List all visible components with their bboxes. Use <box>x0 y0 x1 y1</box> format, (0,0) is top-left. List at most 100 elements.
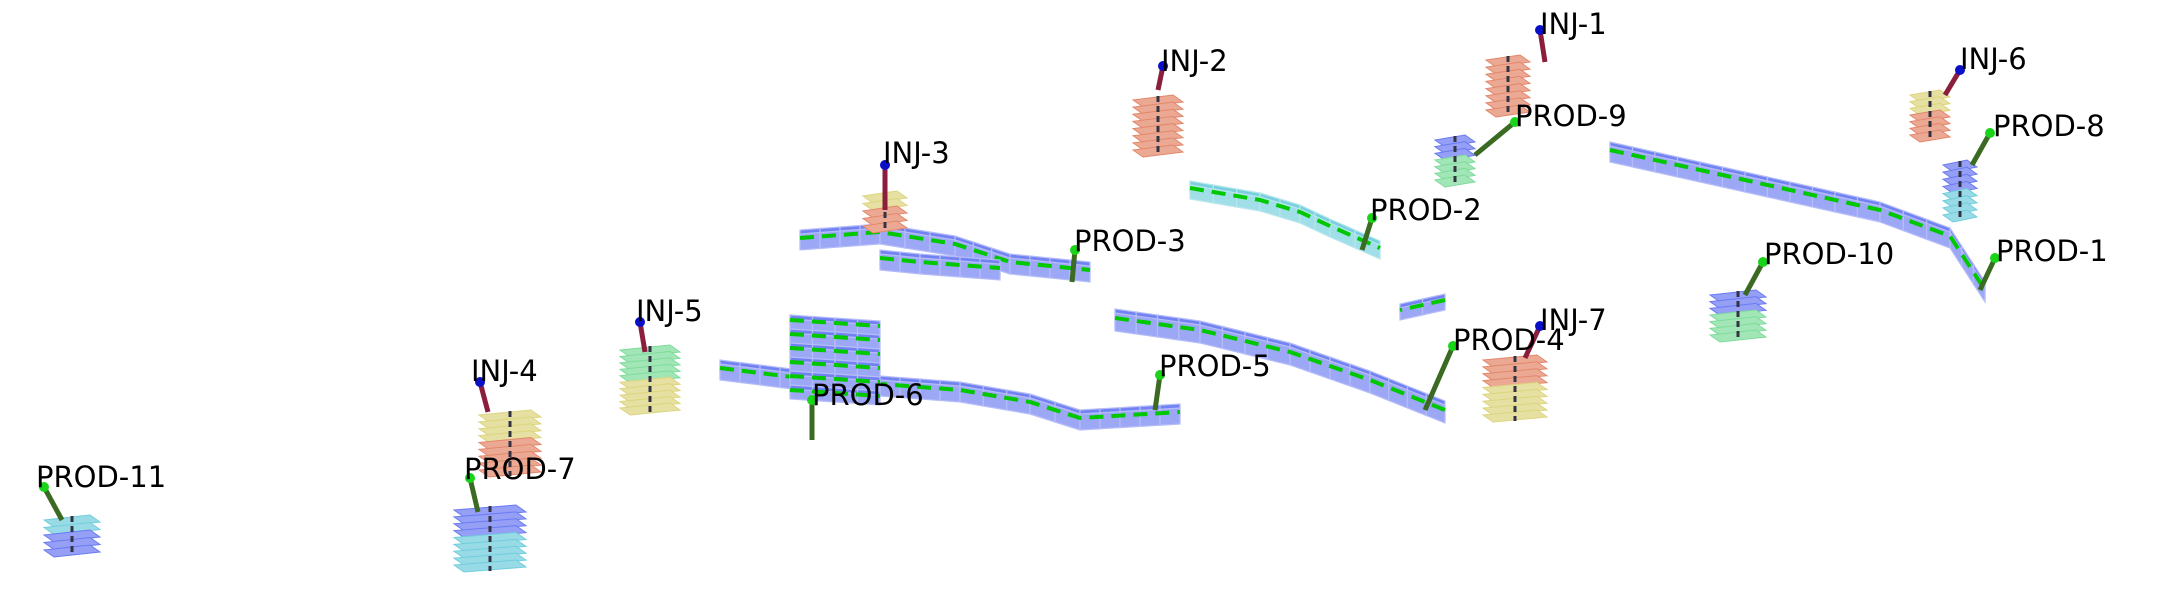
well-path <box>1609 148 1987 292</box>
injector-marker-icon <box>1535 321 1545 331</box>
wellbore <box>467 477 481 513</box>
label-prod4: PROD-4 <box>1453 323 1565 357</box>
injector-marker-icon <box>475 377 485 387</box>
label-prod3: PROD-3 <box>1074 224 1186 258</box>
stack-inj4 <box>477 409 543 478</box>
grid-cell <box>1135 315 1159 338</box>
grid-cell <box>819 230 841 250</box>
stack-inj5 <box>618 344 682 416</box>
wellbore <box>41 485 65 522</box>
injector-marker-icon <box>635 317 645 327</box>
grid-cell <box>1131 137 1185 151</box>
wellbore <box>1977 256 1998 292</box>
label-prod2: PROD-2 <box>1370 193 1482 227</box>
wellhead-prod11 <box>39 482 65 522</box>
wellbore <box>1152 374 1163 411</box>
wellhead-inj7 <box>1522 321 1545 360</box>
wellhead-inj2 <box>1155 61 1168 91</box>
grid-cell <box>1131 108 1185 122</box>
grid-cell <box>1481 395 1549 409</box>
wellhead-prod5 <box>1152 370 1165 411</box>
label-prod9: PROD-9 <box>1515 99 1627 133</box>
grid-cell <box>959 260 981 280</box>
grid-cell <box>1481 388 1549 402</box>
grid-cell <box>759 368 781 389</box>
wellhead-prod8 <box>1969 128 1995 167</box>
wellhead-prod2 <box>1359 213 1377 251</box>
label-inj3: INJ-3 <box>883 136 950 170</box>
wellhead-inj1 <box>1535 25 1548 63</box>
segment-prod3-b <box>879 249 1001 281</box>
stack-prod8 <box>1941 159 1979 223</box>
segment-prod1 <box>1609 141 1987 305</box>
well-path <box>1114 316 1446 412</box>
well-path <box>789 388 881 398</box>
label-prod11: PROD-11 <box>36 460 167 494</box>
well-path <box>1399 298 1446 312</box>
injector-marker-icon <box>1158 61 1168 71</box>
stack-inj1 <box>1484 54 1532 118</box>
grid-cell <box>919 257 941 277</box>
well-path <box>799 229 1091 272</box>
stack-prod11 <box>42 514 102 558</box>
grid-cell <box>1029 259 1051 279</box>
grid-cell <box>1481 368 1549 382</box>
grid-cell <box>799 231 821 251</box>
producer-marker-icon <box>465 473 475 483</box>
segment-prod2 <box>1189 180 1381 260</box>
label-prod8: PROD-8 <box>1993 109 2105 143</box>
grid-cell <box>1131 115 1185 129</box>
label-inj5: INJ-5 <box>636 294 703 328</box>
well-path <box>879 256 1001 270</box>
stack-inj2 <box>1131 94 1185 158</box>
wellhead-inj6 <box>1942 65 1965 97</box>
label-prod10: PROD-10 <box>1764 237 1895 271</box>
stack-prod9 <box>1433 134 1477 188</box>
segment-prod4 <box>1114 308 1446 424</box>
producer-marker-icon <box>807 395 817 405</box>
grid-cell <box>452 518 528 532</box>
label-inj4: INJ-4 <box>471 354 538 388</box>
label-prod5: PROD-5 <box>1159 349 1271 383</box>
injector-marker-icon <box>880 160 890 170</box>
label-prod6: PROD-6 <box>812 378 924 412</box>
wellbore <box>1359 217 1375 251</box>
grid-cell <box>477 450 543 464</box>
wellbore <box>1742 260 1766 297</box>
wellhead-prod1 <box>1977 253 2000 292</box>
stack-inj6 <box>1908 89 1952 143</box>
label-inj7: INJ-7 <box>1540 303 1607 337</box>
grid-cell <box>979 261 1001 281</box>
label-prod7: PROD-7 <box>464 452 576 486</box>
wellbore <box>637 321 648 353</box>
segment-prod6 <box>789 314 881 336</box>
grid-cell <box>1114 312 1137 335</box>
wellbore <box>1422 344 1456 412</box>
producer-marker-icon <box>1758 257 1768 267</box>
grid-cell <box>1178 321 1201 344</box>
well-path <box>789 332 881 342</box>
label-inj1: INJ-1 <box>1540 7 1607 41</box>
segment-prod6 <box>789 342 881 364</box>
wellbore <box>1069 249 1078 283</box>
injector-marker-icon <box>1955 65 1965 75</box>
label-inj2: INJ-2 <box>1161 44 1228 78</box>
label-inj6: INJ-6 <box>1960 42 2027 76</box>
wellhead-prod10 <box>1742 257 1768 297</box>
wellhead-inj3 <box>880 160 890 210</box>
grid-cell <box>42 536 102 551</box>
wellbore <box>1969 131 1993 167</box>
wellbore <box>1537 29 1548 63</box>
producer-marker-icon <box>1155 370 1165 380</box>
wellbore <box>477 381 491 413</box>
grid-cell <box>618 396 682 410</box>
grid-cell <box>618 357 682 371</box>
grid-cell <box>1708 302 1768 316</box>
wellhead-inj5 <box>635 317 648 353</box>
wellhead-prod4 <box>1422 341 1458 412</box>
wellbore <box>1522 324 1543 360</box>
segment-prod6 <box>789 328 881 350</box>
producer-marker-icon <box>1070 245 1080 255</box>
